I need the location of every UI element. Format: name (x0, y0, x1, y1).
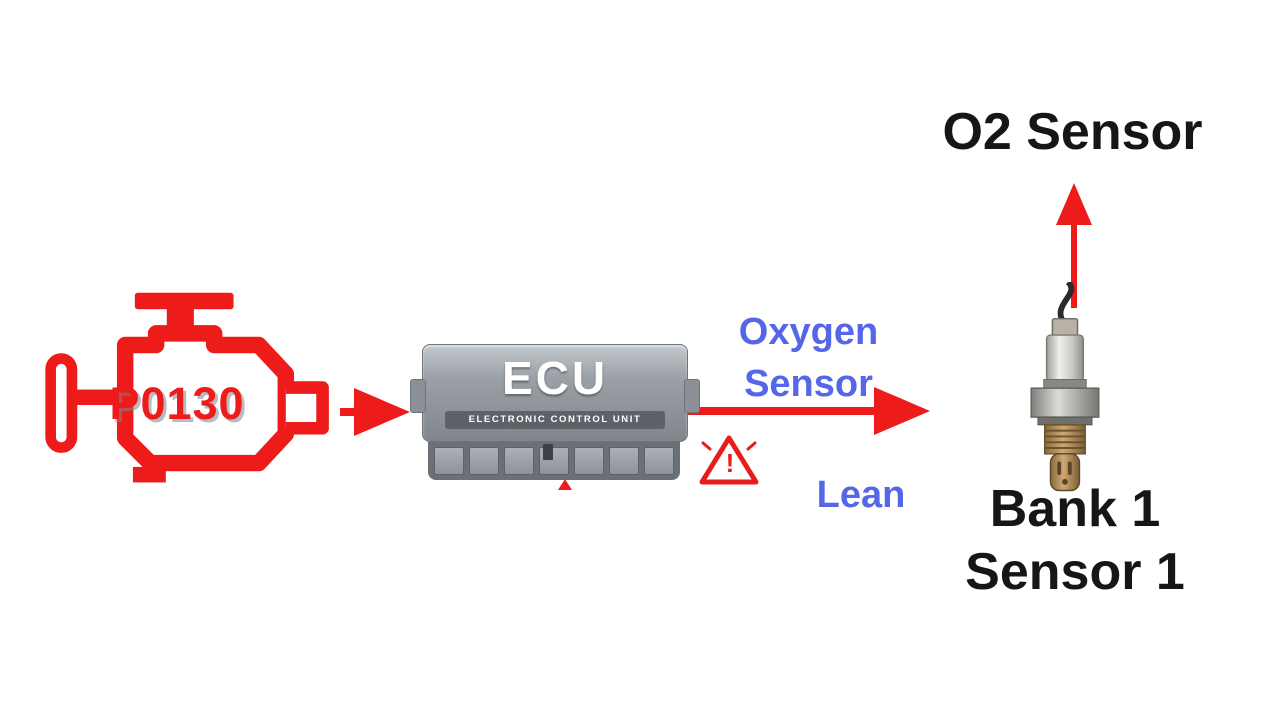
check-engine-icon (40, 288, 340, 493)
o2-sensor-image (996, 279, 1132, 492)
ecu-pin-block (609, 447, 639, 475)
ecu-pin-block (469, 447, 499, 475)
ecu-pin-block (434, 447, 464, 475)
ecu-connector-row (428, 442, 680, 480)
bank-caption-line1: Bank 1 (989, 480, 1161, 538)
ecu-housing: ECU ELECTRONIC CONTROL UNIT (410, 344, 700, 442)
ecu-pin-block (644, 447, 674, 475)
bank-sensor-caption: Bank 1 Sensor 1 (925, 478, 1225, 605)
ecu-pin-block (504, 447, 534, 475)
ecu-pin-block (574, 447, 604, 475)
oxygen-signal-line2: Sensor (744, 363, 873, 406)
ecu-mount-tab-left (410, 379, 426, 413)
ecu-connector-slot (543, 444, 553, 460)
warning-exclamation: ! (725, 448, 735, 478)
dtc-code-label: P0130 (109, 378, 245, 429)
ecu-mount-tab-right (684, 379, 700, 413)
warning-triangle-icon (697, 430, 761, 488)
ecu-name-label: ECU (501, 352, 609, 404)
ecu-pointer-caret (558, 479, 572, 490)
sensor-wire (1057, 279, 1075, 325)
ecu-subtitle-label: ELECTRONIC CONTROL UNIT (445, 411, 665, 429)
bank-caption-line2: Sensor 1 (965, 543, 1185, 602)
oxygen-signal-label: Oxygen Sensor (716, 306, 901, 411)
lean-condition-label: Lean (816, 474, 906, 516)
oxygen-signal-line1: Oxygen (738, 311, 879, 353)
ecu-module: ECU ELECTRONIC CONTROL UNIT (410, 344, 700, 482)
engine-silhouette (45, 292, 329, 483)
o2-sensor-title: O2 Sensor (942, 103, 1203, 161)
